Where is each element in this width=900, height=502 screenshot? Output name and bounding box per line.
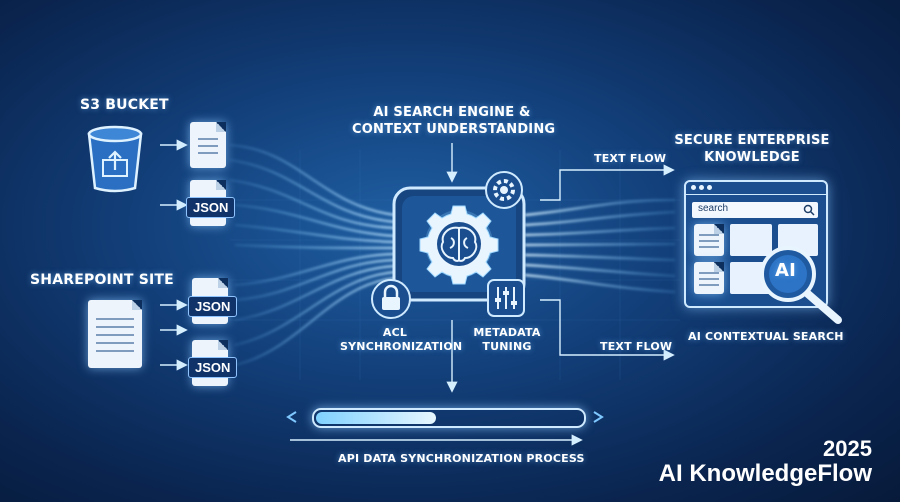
engine-title-line: AI SEARCH ENGINE & [373, 105, 531, 120]
s3-bucket-label: S3 BUCKET [80, 97, 169, 113]
result-document-icon[interactable] [694, 262, 724, 294]
chevron-left-icon [286, 411, 297, 423]
api-sync-caption: API DATA SYNCHRONIZATION PROCESS [338, 452, 585, 465]
search-placeholder: search [698, 203, 729, 214]
chevron-right-icon [593, 411, 604, 423]
result-document-icon[interactable] [694, 224, 724, 256]
engine-title: AI SEARCH ENGINE & CONTEXT UNDERSTANDING [352, 104, 556, 138]
acl-sync-line: ACL [382, 326, 408, 339]
metadata-tuning-label: METADATA TUNING [462, 326, 552, 354]
acl-sync-label: ACL SYNCHRONIZATION [340, 326, 463, 354]
sharepoint-document-icon [88, 300, 142, 368]
sliders-icon [487, 279, 525, 317]
s3-bucket-icon [87, 125, 143, 193]
ai-engine-core [392, 186, 526, 302]
metadata-tuning-line: TUNING [482, 340, 532, 353]
metadata-tuning-line: METADATA [473, 326, 541, 339]
search-input[interactable]: search [692, 202, 818, 218]
engine-title-line: CONTEXT UNDERSTANDING [352, 122, 556, 137]
ai-badge: AI [775, 260, 797, 281]
brain-icon [440, 226, 478, 262]
json-tag: JSON [188, 357, 238, 378]
result-card[interactable] [730, 224, 772, 256]
sync-progress-bar [312, 408, 586, 428]
json-tag: JSON [188, 296, 238, 317]
footer-year: 2025 [823, 436, 872, 461]
text-flow-bottom-label: TEXT FLOW [600, 340, 673, 353]
json-tag: JSON [186, 197, 236, 218]
secure-knowledge-title: SECURE ENTERPRISE KNOWLEDGE [672, 132, 832, 166]
footer-brand: AI KnowledgeFlow [658, 460, 872, 487]
secure-knowledge-line: KNOWLEDGE [704, 150, 800, 165]
secure-knowledge-line: SECURE ENTERPRISE [674, 133, 830, 148]
document-icon [190, 122, 226, 168]
ai-contextual-search-caption: AI CONTEXTUAL SEARCH [688, 330, 844, 343]
sync-progress-fill [316, 412, 436, 424]
inbound-streams [229, 144, 396, 366]
ai-magnifier-icon [760, 246, 842, 324]
sharepoint-site-label: SHAREPOINT SITE [30, 272, 174, 288]
search-icon[interactable] [803, 204, 815, 216]
connector-arrows [160, 139, 675, 446]
text-flow-top-label: TEXT FLOW [594, 152, 667, 165]
lock-icon [371, 279, 411, 319]
outbound-streams [524, 198, 676, 294]
window-titlebar [686, 182, 826, 195]
acl-sync-line: SYNCHRONIZATION [340, 340, 463, 353]
settings-gear-icon [485, 171, 523, 209]
